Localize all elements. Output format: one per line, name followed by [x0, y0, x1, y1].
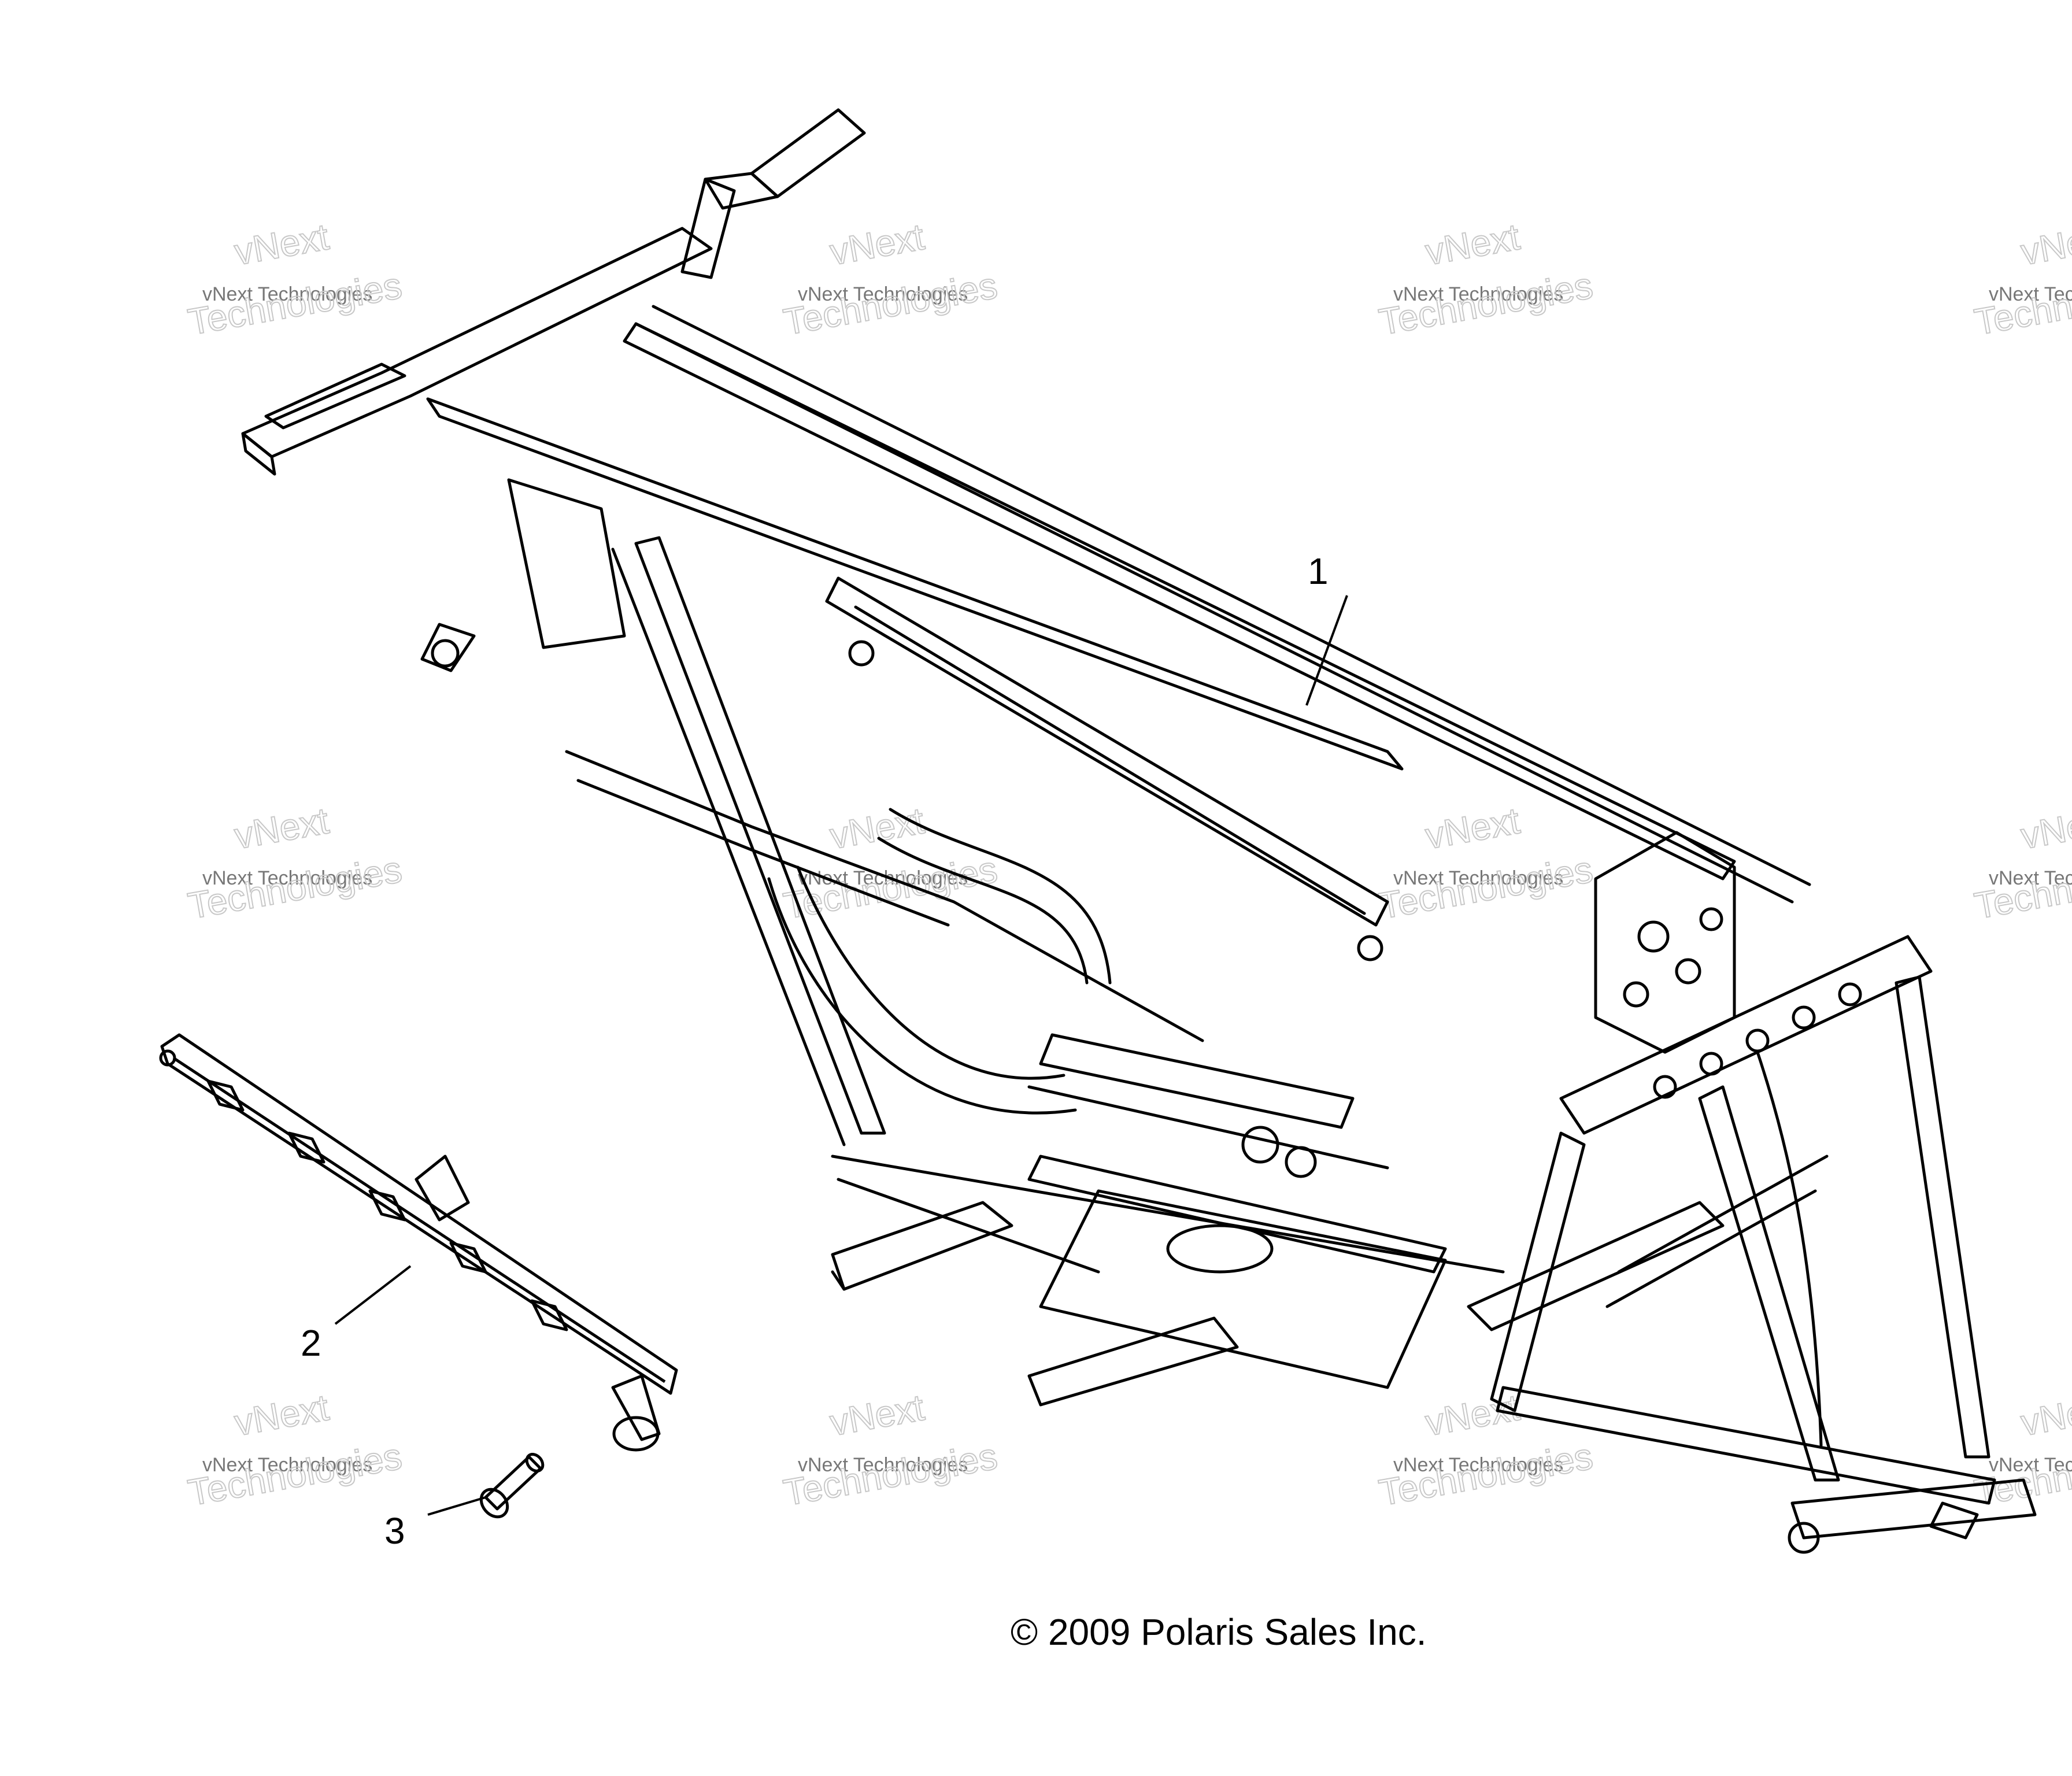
svg-text:vNext: vNext [2018, 216, 2072, 273]
svg-text:vNext: vNext [1422, 216, 1523, 273]
cross-beam-part-drawing [159, 1033, 678, 1452]
svg-text:vNext Technologies: vNext Technologies [202, 867, 372, 889]
svg-text:2: 2 [301, 1322, 321, 1364]
svg-text:vNext Technologies: vNext Technologies [798, 283, 968, 305]
svg-text:Technologies: Technologies [780, 1435, 1000, 1514]
svg-text:vNext Technologies: vNext Technologies [1393, 867, 1563, 889]
svg-text:Technologies: Technologies [1376, 1435, 1596, 1514]
svg-text:vNext: vNext [1422, 800, 1523, 857]
svg-text:Technologies: Technologies [780, 848, 1000, 927]
svg-text:vNext: vNext [827, 216, 927, 273]
watermark: vNext vNext Technologies Technologies [1375, 1386, 1596, 1514]
svg-text:1: 1 [1308, 550, 1329, 592]
svg-text:vNext Technologies: vNext Technologies [1989, 1454, 2072, 1476]
watermark: vNext vNext Technologies Technologies [1971, 215, 2072, 343]
svg-text:vNext: vNext [827, 800, 927, 857]
svg-text:Technologies: Technologies [1376, 848, 1596, 927]
watermark: vNext vNext Technologies Technologies [780, 799, 1001, 927]
svg-text:Technologies: Technologies [185, 1435, 405, 1514]
watermark: vNext vNext Technologies Technologies [1375, 215, 1596, 343]
svg-text:Technologies: Technologies [1376, 264, 1596, 343]
copyright-notice: © 2009 Polaris Sales Inc. [1011, 1611, 1427, 1653]
svg-text:vNext Technologies: vNext Technologies [1989, 867, 2072, 889]
watermark: vNext vNext Technologies Technologies [780, 215, 1001, 343]
watermark: vNext vNext Technologies Technologies [780, 1386, 1001, 1514]
svg-text:vNext: vNext [2018, 800, 2072, 857]
svg-text:Technologies: Technologies [1971, 264, 2072, 343]
svg-text:Technologies: Technologies [185, 848, 405, 927]
watermark: vNext vNext Technologies Technologies [1375, 799, 1596, 927]
svg-text:vNext Technologies: vNext Technologies [798, 1454, 968, 1476]
watermark: vNext vNext Technologies Technologies [184, 799, 405, 927]
watermark: vNext vNext Technologies Technologies [184, 215, 405, 343]
watermark-grid: vNext vNext Technologies Technologies vN… [184, 215, 2072, 1514]
bolt-part-drawing [479, 1453, 545, 1519]
svg-text:vNext Technologies: vNext Technologies [1393, 283, 1563, 305]
svg-text:vNext Technologies: vNext Technologies [202, 283, 372, 305]
svg-text:vNext Technologies: vNext Technologies [1393, 1454, 1563, 1476]
svg-text:vNext: vNext [231, 1386, 332, 1444]
callout-1: 1 [1305, 550, 1348, 706]
callout-3: 3 [384, 1496, 486, 1552]
svg-text:vNext: vNext [231, 216, 332, 273]
svg-text:Technologies: Technologies [1971, 848, 2072, 927]
svg-text:3: 3 [384, 1510, 405, 1552]
main-frame-drawing [241, 108, 2037, 1554]
callout-2: 2 [301, 1265, 412, 1364]
svg-text:vNext: vNext [231, 800, 332, 857]
svg-text:vNext Technologies: vNext Technologies [1989, 283, 2072, 305]
watermark: vNext vNext Technologies Technologies [184, 1386, 405, 1514]
watermark: vNext vNext Technologies Technologies [1971, 799, 2072, 927]
svg-text:vNext: vNext [1422, 1386, 1523, 1444]
svg-text:Technologies: Technologies [780, 264, 1000, 343]
svg-text:vNext: vNext [827, 1386, 927, 1444]
svg-text:vNext Technologies: vNext Technologies [202, 1454, 372, 1476]
svg-text:Technologies: Technologies [185, 264, 405, 343]
svg-text:vNext: vNext [2018, 1386, 2072, 1444]
